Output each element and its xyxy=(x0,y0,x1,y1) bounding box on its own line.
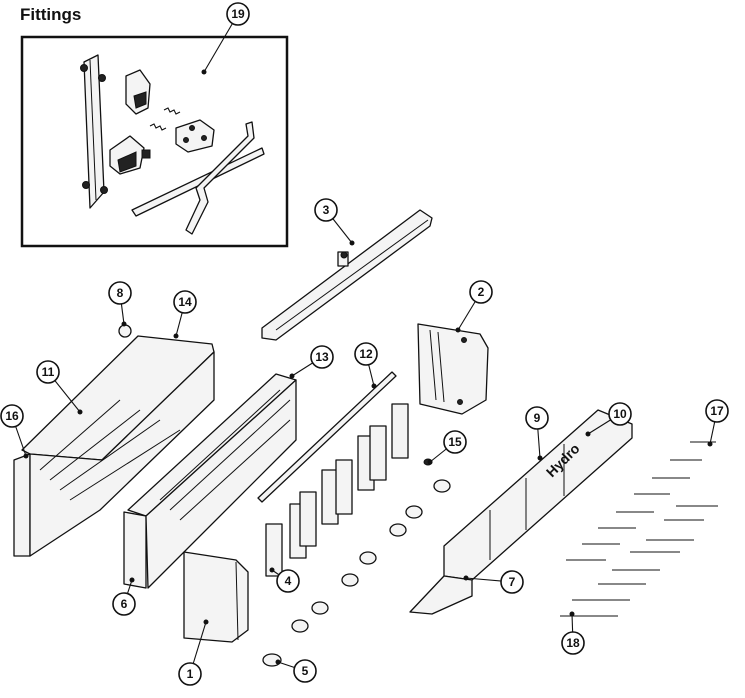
rail-part xyxy=(80,54,108,209)
callout-circle-9 xyxy=(525,406,549,430)
rods xyxy=(131,121,265,235)
callout-circle-12 xyxy=(354,342,378,366)
callout-number-7: 7 xyxy=(509,575,516,589)
callout-dot-4 xyxy=(269,567,275,573)
callout-number-16: 16 xyxy=(5,409,19,423)
callout-circle-11 xyxy=(36,360,60,384)
callout-number-9: 9 xyxy=(534,411,541,425)
callout-circle-4 xyxy=(276,569,300,593)
callout-dot-18 xyxy=(569,611,575,617)
callout-circle-6 xyxy=(112,592,136,616)
callout-circle-5 xyxy=(293,659,317,683)
callout-number-10: 10 xyxy=(613,407,627,421)
callout-number-3: 3 xyxy=(323,203,330,217)
bracket-block xyxy=(175,119,215,153)
callout-dot-3 xyxy=(349,240,355,246)
callout-dot-6 xyxy=(129,577,135,583)
callout-number-19: 19 xyxy=(231,7,245,21)
part-2-end-cap xyxy=(417,323,489,415)
part-12-rod xyxy=(257,371,397,503)
callout-dot-2 xyxy=(455,327,461,333)
callout-dot-12 xyxy=(371,383,377,389)
callout-circle-16 xyxy=(0,404,24,428)
callout-number-1: 1 xyxy=(187,667,194,681)
callout-dot-15 xyxy=(427,459,433,465)
callout-dot-5 xyxy=(275,659,281,665)
part-3-top-cover xyxy=(261,209,433,341)
callout-circle-13 xyxy=(310,345,334,369)
callout-number-13: 13 xyxy=(315,350,329,364)
callout-number-14: 14 xyxy=(178,295,192,309)
callout-circle-14 xyxy=(173,290,197,314)
callout-dot-1 xyxy=(203,619,209,625)
callout-circle-17 xyxy=(705,399,729,423)
callout-dot-17 xyxy=(707,441,713,447)
small-springs xyxy=(149,107,181,131)
callout-dot-19 xyxy=(201,69,207,75)
part-13-spring-block xyxy=(123,373,297,589)
callout-circle-15 xyxy=(443,430,467,454)
callout-dot-9 xyxy=(537,455,543,461)
callout-number-15: 15 xyxy=(448,435,462,449)
callout-circle-1 xyxy=(178,662,202,686)
fittings-title: Fittings xyxy=(20,5,82,24)
callout-number-18: 18 xyxy=(566,636,580,650)
callout-number-12: 12 xyxy=(359,347,373,361)
callout-circle-7 xyxy=(500,570,524,594)
callout-number-8: 8 xyxy=(117,286,124,300)
callout-number-11: 11 xyxy=(42,365,55,379)
part-4-springs xyxy=(265,403,409,577)
fittings-inset-frame xyxy=(20,35,289,248)
callout-circle-18 xyxy=(561,631,585,655)
callout-number-2: 2 xyxy=(478,285,485,299)
latch-part-bottom xyxy=(109,135,151,175)
callout-number-5: 5 xyxy=(302,664,309,678)
callout-number-6: 6 xyxy=(121,597,128,611)
part-7-base-rail: Hydro xyxy=(409,409,633,615)
callout-dot-7 xyxy=(463,575,469,581)
callout-circle-8 xyxy=(108,281,132,305)
callout-dot-11 xyxy=(77,409,83,415)
callout-number-4: 4 xyxy=(285,574,292,588)
callout-circle-19 xyxy=(226,2,250,26)
callout-circle-2 xyxy=(469,280,493,304)
part-5-feet xyxy=(262,458,451,667)
callout-dot-14 xyxy=(173,333,179,339)
callout-circle-10 xyxy=(608,402,632,426)
latch-part-top xyxy=(125,69,151,115)
callout-dot-16 xyxy=(23,453,29,459)
part-17-bolts xyxy=(560,441,718,617)
callout-dot-10 xyxy=(585,431,591,437)
callout-dot-8 xyxy=(121,321,127,327)
part-1-end-cap xyxy=(183,551,249,643)
callout-circle-3 xyxy=(314,198,338,222)
callout-number-17: 17 xyxy=(710,404,724,418)
callout-dot-13 xyxy=(289,373,295,379)
